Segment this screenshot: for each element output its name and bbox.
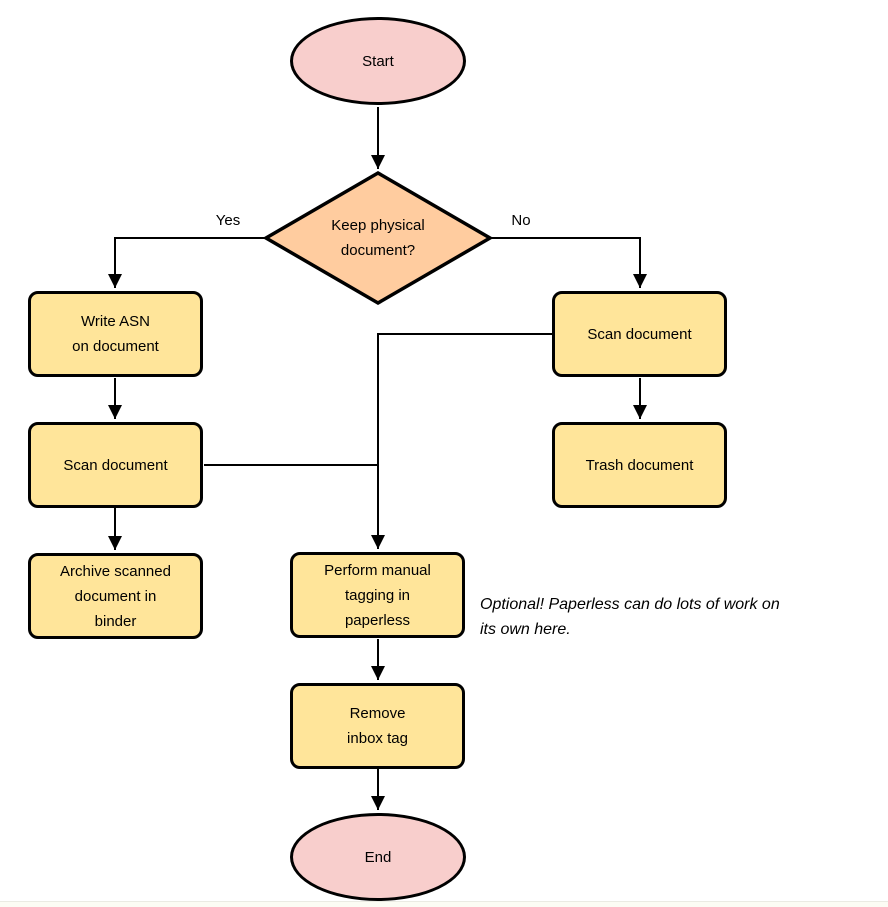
edge-scan-right-to-tagging: [371, 333, 552, 549]
bottom-strip: [0, 901, 888, 907]
scan-document-right-node: Scan document: [552, 291, 727, 377]
manual-tagging-node: Perform manual tagging in paperless: [290, 552, 465, 638]
archive-scanned-node: Archive scanned document in binder: [28, 553, 203, 639]
edge-label-yes: Yes: [215, 212, 241, 229]
trash-document-node: Trash document: [552, 422, 727, 508]
decision-node-label: Keep physical document?: [331, 217, 425, 259]
decision-node-shape: [262, 170, 494, 306]
edge-label-no: No: [511, 212, 531, 229]
edge-decision-yes-to-write-asn: [108, 237, 266, 288]
edge-decision-no-to-scan-right: [490, 237, 647, 288]
optional-annotation-text: Optional! Paperless can do lots of work …: [480, 596, 780, 638]
write-asn-node: Write ASN on document: [28, 291, 203, 377]
end-node: End: [290, 813, 466, 901]
remove-inbox-tag-node: Remove inbox tag: [290, 683, 465, 769]
start-node: Start: [290, 17, 466, 105]
scan-document-left-node: Scan document: [28, 422, 203, 508]
